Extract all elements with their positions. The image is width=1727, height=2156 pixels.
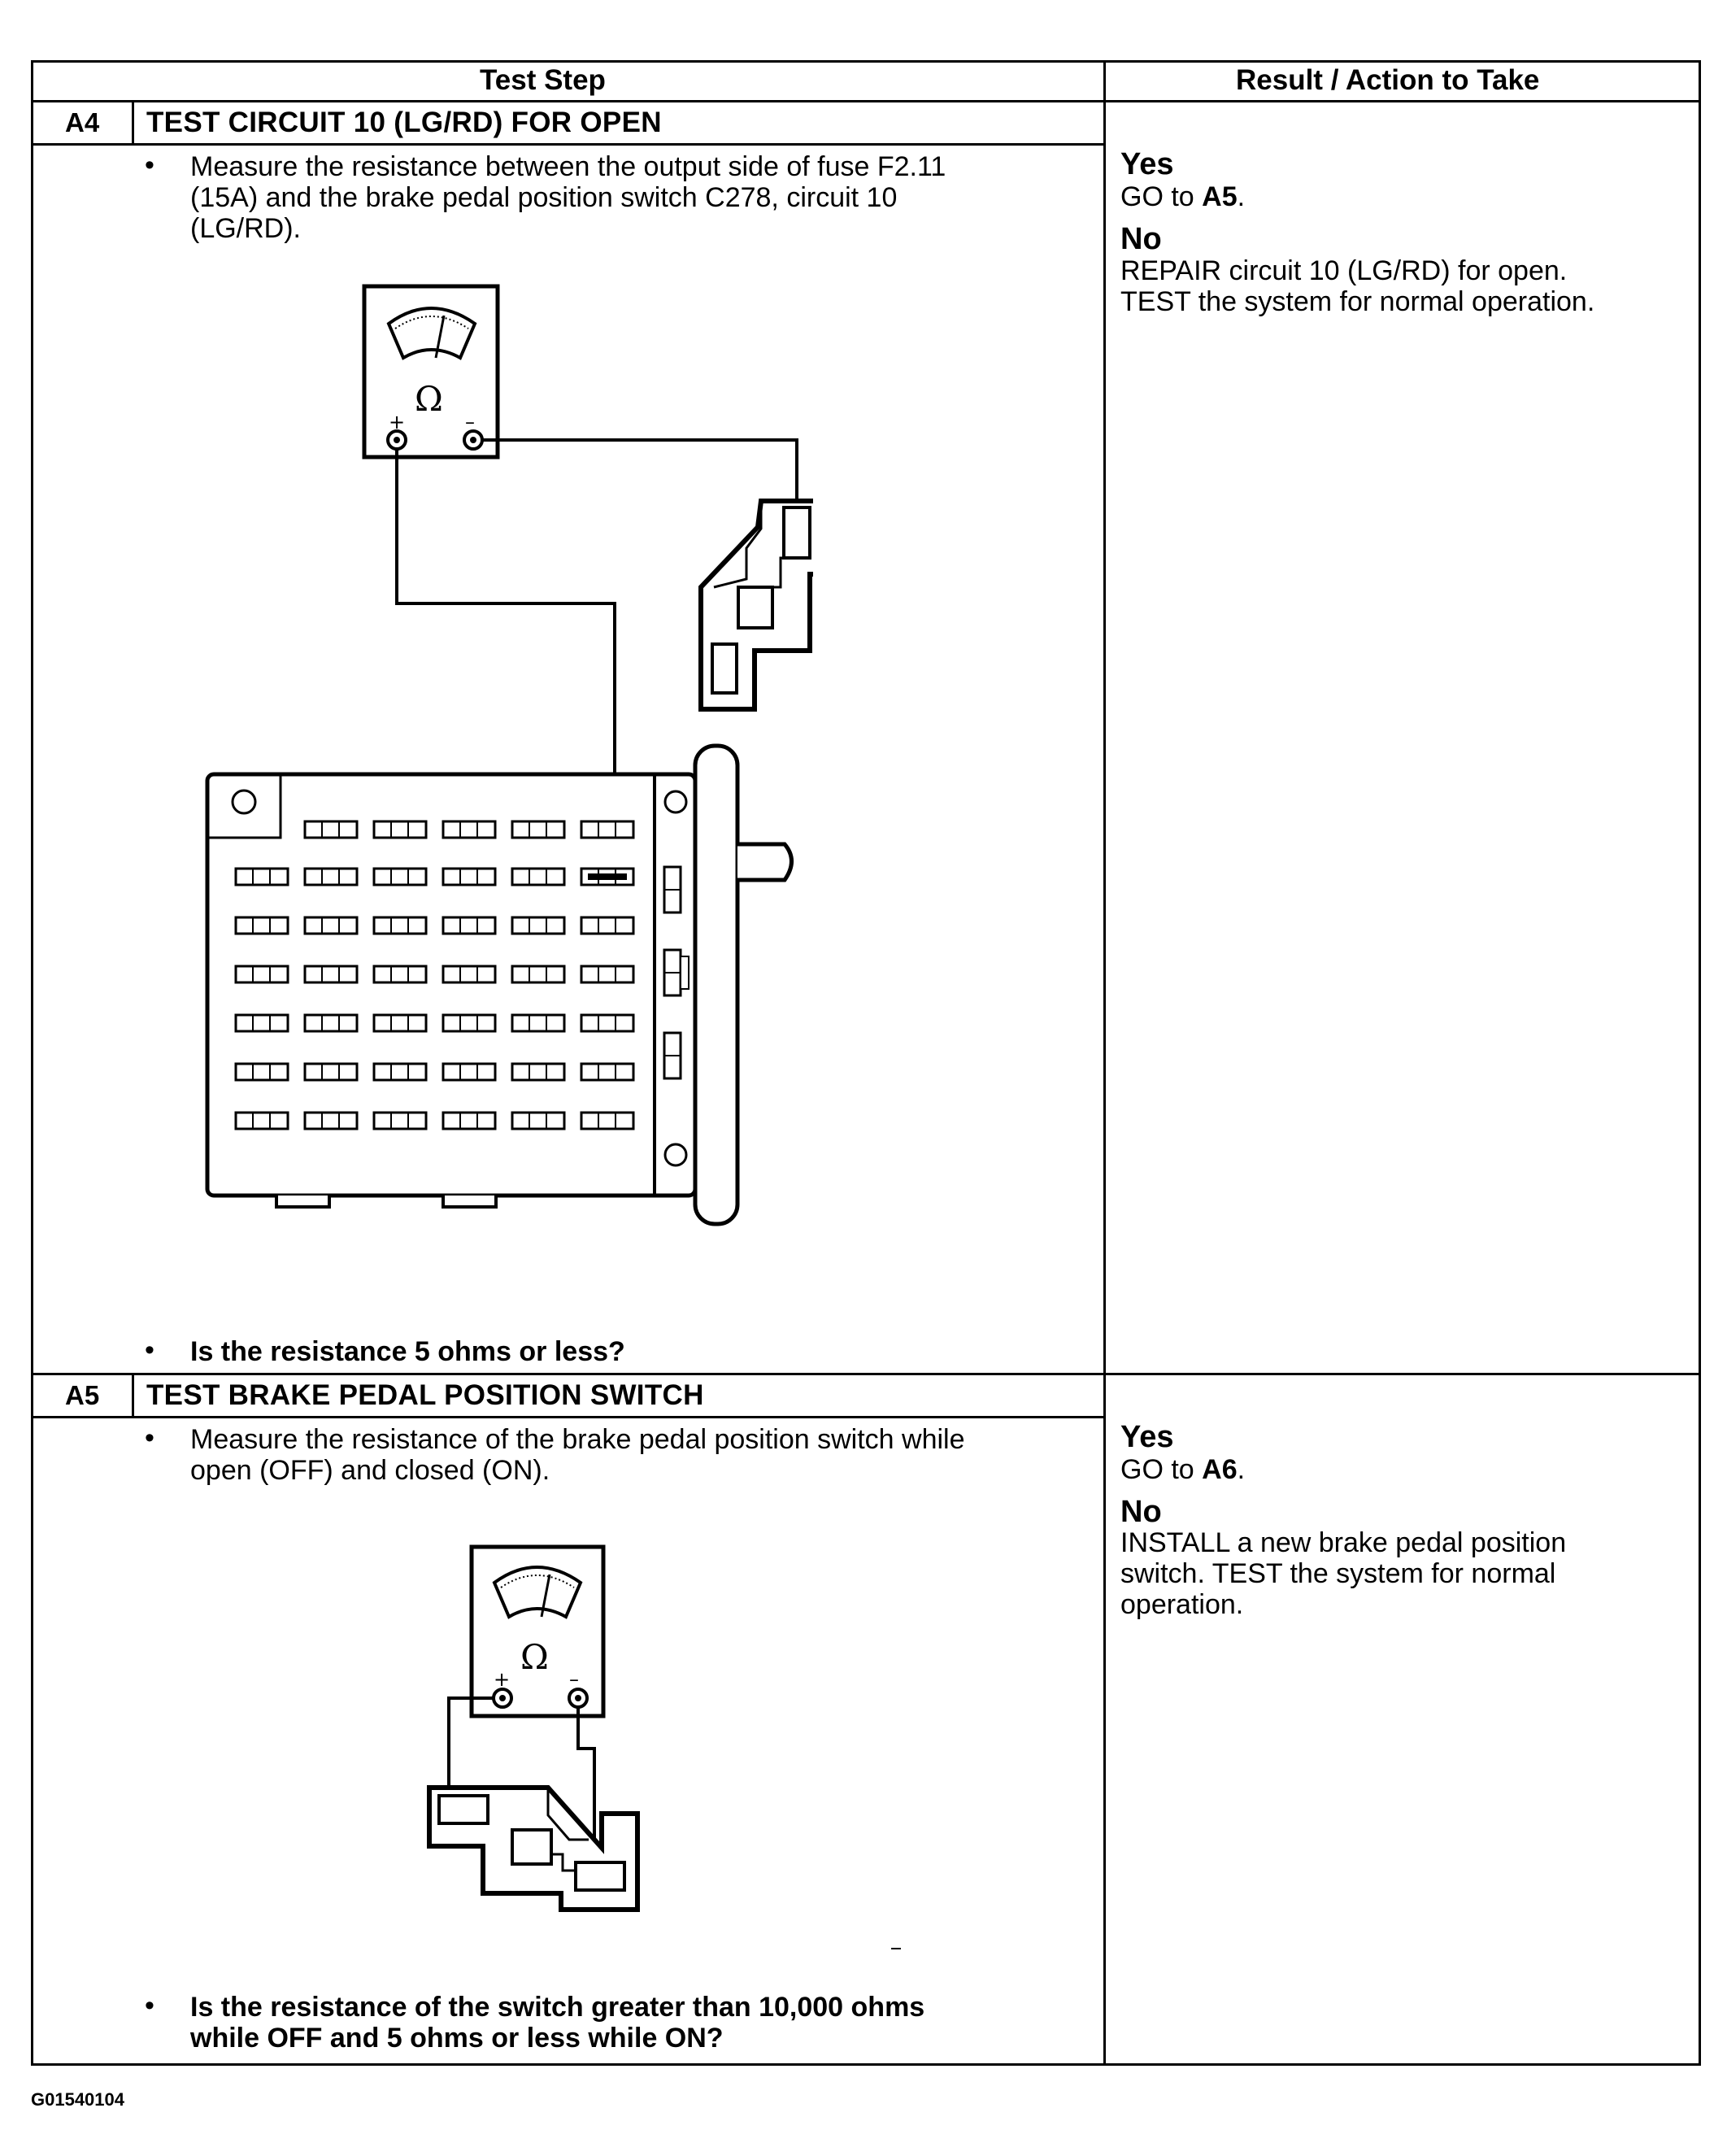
- question-a5: Is the resistance of the switch greater …: [190, 1992, 925, 2054]
- no-action-a5: INSTALL a new brake pedal position switc…: [1120, 1527, 1567, 1620]
- minus-sign: –: [569, 1668, 579, 1691]
- fuse-slot: [234, 965, 289, 984]
- fuse-slot: [511, 867, 566, 886]
- fuse-slot: [372, 1013, 428, 1033]
- fuse-slot: [580, 965, 635, 984]
- header-divider: [31, 100, 1701, 102]
- a4-ohmmeter-fuse-diagram: Ω + –: [205, 284, 813, 1226]
- fuse-slot: [303, 965, 359, 984]
- fuse-slot: [372, 965, 428, 984]
- fuse-slot: [580, 820, 635, 839]
- fuse-slot: [303, 820, 359, 839]
- ohm-symbol: Ω: [520, 1637, 549, 1677]
- no-label-a5: No: [1120, 1495, 1162, 1529]
- no-action-a4: REPAIR circuit 10 (LG/RD) for open. TEST…: [1120, 255, 1595, 317]
- fuse-slot: [442, 1062, 497, 1082]
- diagnostic-table: [31, 60, 1701, 2066]
- ohmmeter-needle: [434, 315, 446, 359]
- fuse-slot: [303, 1111, 359, 1130]
- bullet-a4-question: •: [145, 1335, 154, 1365]
- a5-title-divider: [31, 1416, 1104, 1418]
- yes-label-a5: Yes: [1120, 1420, 1174, 1454]
- fuse-slot: [442, 1013, 497, 1033]
- column-divider: [1103, 60, 1106, 2066]
- fuse-slot: [372, 867, 428, 886]
- fuse-slot: [580, 1062, 635, 1082]
- yes-label-a4: Yes: [1120, 147, 1174, 181]
- fuse-slot: [511, 965, 566, 984]
- fuse-slot: [234, 1062, 289, 1082]
- negative-lead: [576, 1707, 596, 1840]
- fuse-panel-handle: [693, 743, 740, 1226]
- fuse-slot: [303, 867, 359, 886]
- step-title-a4: TEST CIRCUIT 10 (LG/RD) FOR OPEN: [146, 107, 662, 138]
- fuse-slot: [511, 916, 566, 935]
- negative-lead: [482, 438, 798, 506]
- step-id-a5: A5: [65, 1380, 100, 1410]
- step-id-a4: A4: [65, 107, 100, 137]
- fuse-slot: [234, 1111, 289, 1130]
- fuse-slot: [372, 916, 428, 935]
- a4-title-divider: [31, 143, 1104, 146]
- a4-id-divider: [132, 101, 134, 144]
- bullet-a4-instruction: •: [145, 150, 154, 181]
- fuse-slot: [442, 867, 497, 886]
- fuse-slot: [234, 1013, 289, 1033]
- fuse-slot: [511, 1013, 566, 1033]
- bullet-a5-instruction: •: [145, 1422, 154, 1453]
- fuse-slot: [234, 867, 289, 886]
- fuse-slot: [580, 1013, 635, 1033]
- fuse-slot: [372, 1111, 428, 1130]
- fuse-slot: [511, 1062, 566, 1082]
- step-title-a5: TEST BRAKE PEDAL POSITION SWITCH: [146, 1379, 704, 1411]
- fuse-slot: [303, 916, 359, 935]
- no-label-a4: No: [1120, 222, 1162, 256]
- result-action-header: Result / Action to Take: [1236, 64, 1540, 96]
- question-a4: Is the resistance 5 ohms or less?: [190, 1336, 625, 1367]
- fuse-slot: [511, 820, 566, 839]
- plus-sign: +: [494, 1668, 510, 1691]
- fuse-slot: [442, 1111, 497, 1130]
- fuse-slot: [580, 1111, 635, 1130]
- bullet-a5-question: •: [145, 1990, 154, 2021]
- fuse-slot: [442, 965, 497, 984]
- figure-id: G01540104: [31, 2089, 124, 2110]
- fuse-slot: [511, 1111, 566, 1130]
- fuse-slot: [372, 1062, 428, 1082]
- fuse-slot: [303, 1062, 359, 1082]
- test-step-header: Test Step: [480, 64, 606, 96]
- section-divider: [31, 1373, 1701, 1375]
- ohm-symbol: Ω: [415, 379, 443, 419]
- instruction-a4: Measure the resistance between the outpu…: [190, 151, 946, 244]
- plus-sign: +: [389, 411, 405, 433]
- ohmmeter-dial: [386, 307, 477, 360]
- instruction-a5: Measure the resistance of the brake peda…: [190, 1424, 965, 1486]
- positive-lead: [395, 449, 616, 870]
- yes-action-a5: GO to A6.: [1120, 1454, 1246, 1485]
- yes-action-a4: GO to A5.: [1120, 181, 1246, 212]
- fuse-slot: [580, 916, 635, 935]
- fuse-slot: [442, 820, 497, 839]
- fuse-grid: [234, 820, 635, 1130]
- a5-ohmmeter-switch-diagram: Ω + –: [427, 1544, 901, 1949]
- fuse-slot: [234, 916, 289, 935]
- minus-sign: –: [465, 411, 475, 433]
- fuse-slot: [303, 1013, 359, 1033]
- fuse-slot: [372, 820, 428, 839]
- fuse-slot: [442, 916, 497, 935]
- a5-id-divider: [132, 1374, 134, 1417]
